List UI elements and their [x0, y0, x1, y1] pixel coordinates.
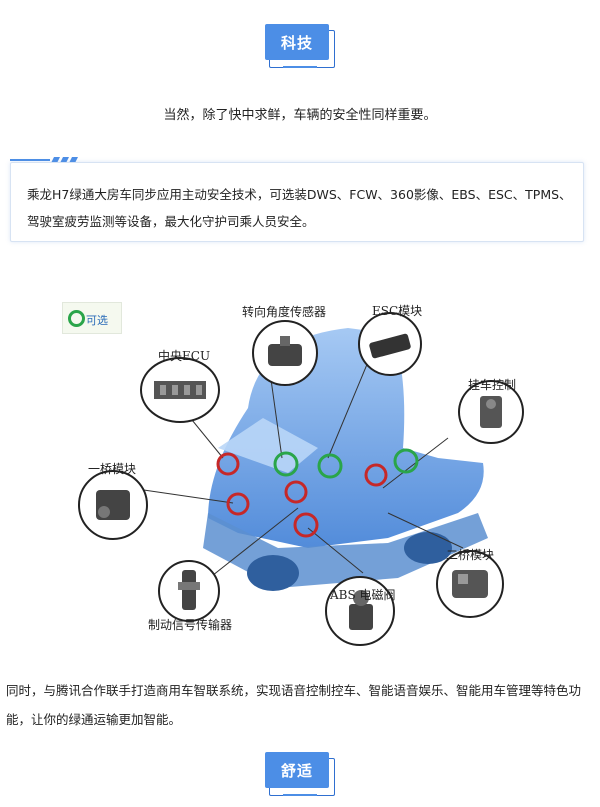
- callout-central-ecu: [140, 357, 220, 423]
- outro-text: 同时，与腾讯合作联手打造商用车智联系统，实现语音控制控车、智能语音娱乐、智能用车…: [6, 683, 582, 727]
- label-abs-valve: ABS 电磁阀: [330, 588, 396, 602]
- label-esc-module: ESC模块: [372, 304, 423, 318]
- section-tag-comfort: 舒适: [265, 752, 335, 798]
- truck-hood: [218, 418, 318, 473]
- section-tag-label: 舒适: [265, 752, 329, 788]
- front-axle-module-icon: [96, 490, 130, 520]
- ring-red-5: [293, 512, 319, 538]
- trailer-control-icon: [480, 396, 502, 428]
- section-tag-tech: 科技: [265, 24, 335, 70]
- box-deco-stripes: [10, 157, 78, 163]
- abs-valve-icon: [349, 590, 373, 630]
- tag-underline: [283, 66, 317, 68]
- ring-green-1: [273, 451, 299, 477]
- green-ring-icon: [68, 310, 85, 327]
- label-rear-axle-module: 二桥模块: [446, 548, 495, 562]
- ring-green-2: [317, 453, 343, 479]
- label-brake-signal-transmitter: 制动信号传输器: [148, 618, 233, 632]
- label-trailer-control: 挂车控制: [468, 378, 517, 392]
- front-wheel: [247, 555, 299, 591]
- callout-esc-module: [358, 312, 422, 376]
- intro-text: 当然，除了快中求鲜，车辆的安全性同样重要。: [163, 108, 437, 123]
- rear-axle-module-icon: [452, 570, 488, 598]
- rear-wheel: [404, 532, 452, 564]
- label-central-ecu: 中央ECU: [158, 349, 211, 363]
- callout-trailer-control: [458, 380, 524, 444]
- feature-box: 乘龙H7绿通大房车同步应用主动安全技术，可选装DWS、FCW、360影像、EBS…: [10, 162, 584, 242]
- feature-box-text: 乘龙H7绿通大房车同步应用主动安全技术，可选装DWS、FCW、360影像、EBS…: [27, 187, 572, 229]
- steering-sensor-icon: [268, 336, 302, 366]
- callout-front-axle-module: [78, 470, 148, 540]
- legend-optional: 可选: [62, 302, 122, 334]
- callout-abs-valve: [325, 576, 395, 646]
- callout-rear-axle-module: [436, 550, 504, 618]
- label-front-axle-module: 一桥模块: [88, 462, 137, 476]
- legend-label: 可选: [86, 314, 108, 327]
- label-steering-sensor: 转向角度传感器: [242, 305, 327, 319]
- ring-red-3: [226, 492, 250, 516]
- ring-red-1: [216, 452, 240, 476]
- ring-green-3: [393, 448, 419, 474]
- tag-underline: [283, 794, 317, 796]
- section-tag-label: 科技: [265, 24, 329, 60]
- esc-module-icon: [369, 333, 411, 359]
- ring-red-4: [284, 480, 308, 504]
- callout-brake-signal-transmitter: [158, 560, 220, 622]
- brake-signal-transmitter-icon: [178, 570, 200, 610]
- callout-steering-sensor: [252, 320, 318, 386]
- central-ecu-icon: [154, 381, 206, 399]
- ring-red-2: [364, 463, 388, 487]
